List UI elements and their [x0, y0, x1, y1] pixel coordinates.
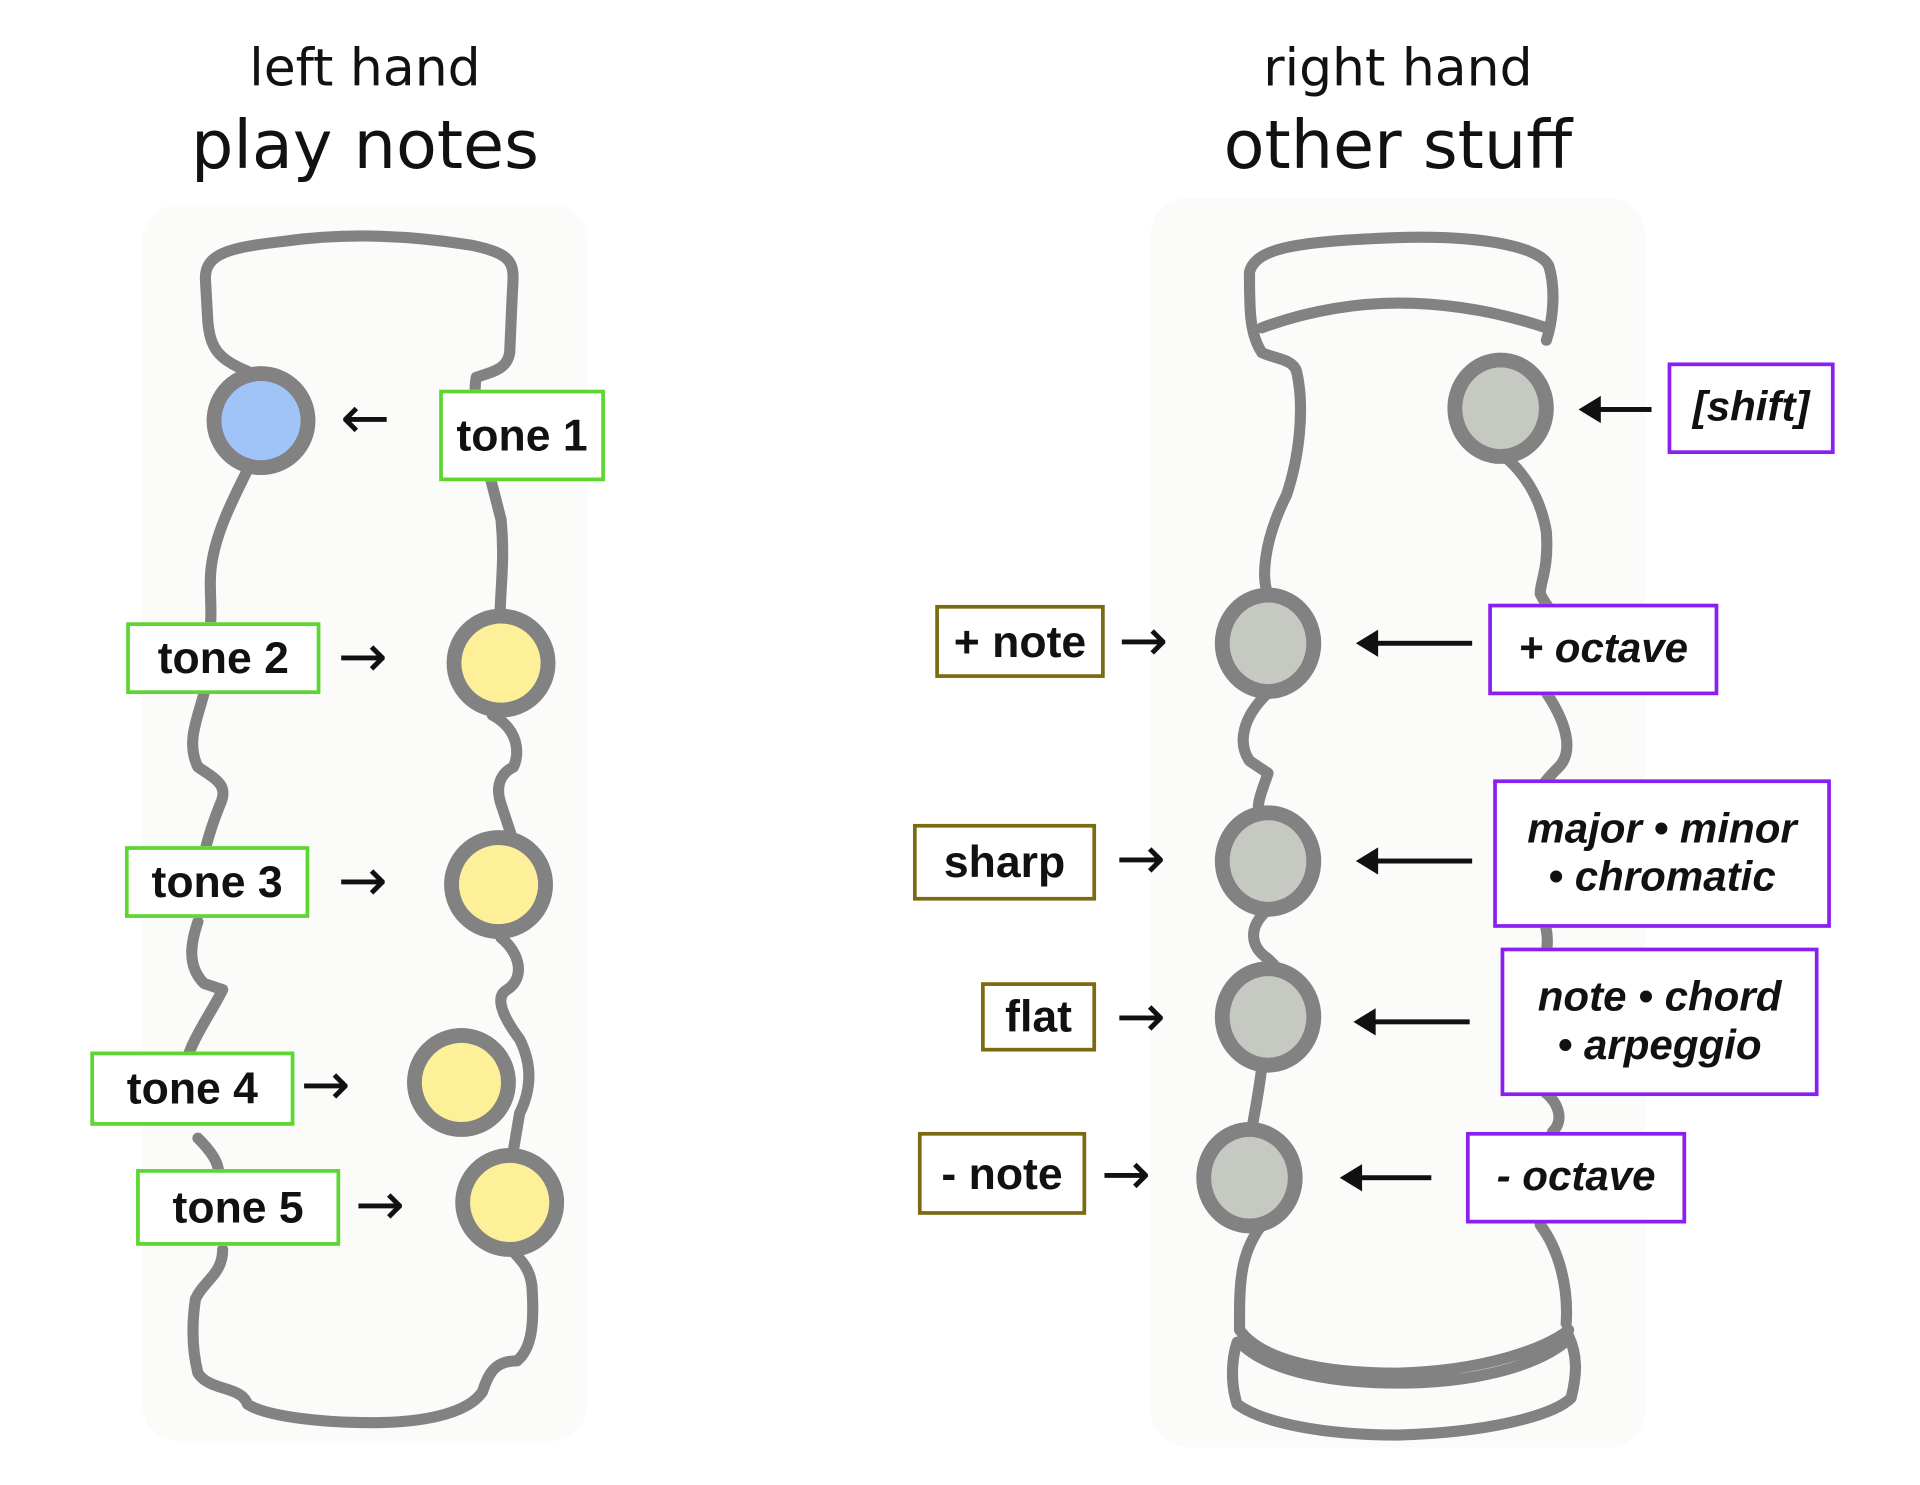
flat-style-button[interactable] [1214, 961, 1322, 1073]
tone-2-button[interactable] [446, 608, 556, 718]
arrow-right-icon: → [1118, 606, 1169, 676]
plus-octave-label: + octave [1488, 603, 1719, 696]
shift-button[interactable] [1447, 352, 1554, 464]
arrow-left-solid-icon [1353, 1008, 1470, 1036]
minus-note-label: - note [917, 1131, 1087, 1215]
arrow-left-solid-icon [1578, 395, 1652, 424]
tone-4-button[interactable] [407, 1028, 516, 1137]
minus-note-octave-button[interactable] [1196, 1122, 1303, 1234]
plus-note-label: + note [935, 604, 1105, 678]
minus-octave-label: - octave [1465, 1131, 1687, 1224]
left-hand-subtitle: left hand [249, 37, 481, 98]
tone-1-button[interactable] [206, 366, 316, 476]
right-hand-title: other stuff [1223, 106, 1573, 185]
arrow-right-icon: → [1115, 823, 1166, 894]
arrow-right-icon: → [337, 846, 388, 916]
arrow-left-solid-icon [1339, 1164, 1432, 1192]
tone-4-label: tone 4 [90, 1051, 295, 1126]
arrow-right-icon: → [337, 622, 388, 692]
arrow-left-solid-icon [1355, 847, 1473, 875]
arrow-left-solid-icon [1355, 629, 1473, 657]
flat-label: flat [981, 982, 1097, 1052]
tone-2-label: tone 2 [126, 622, 321, 695]
tone-3-label: tone 3 [124, 846, 310, 918]
arrow-right-icon: → [1101, 1139, 1151, 1209]
shift-label: [shift] [1667, 362, 1835, 455]
sharp-mode-button[interactable] [1214, 805, 1322, 917]
right-controller-outline [1226, 231, 1582, 1441]
left-hand-title: play notes [190, 106, 539, 185]
left-controller-outline [179, 230, 539, 1429]
arrow-right-icon: → [1115, 982, 1166, 1052]
arrow-right-icon: → [355, 1170, 405, 1240]
tone-5-label: tone 5 [136, 1169, 341, 1246]
tone-1-label: tone 1 [439, 389, 605, 482]
right-hand-subtitle: right hand [1263, 37, 1533, 98]
mode-label: major • minor • chromatic [1493, 779, 1831, 928]
tone-5-button[interactable] [455, 1148, 565, 1257]
arrow-right-icon: → [300, 1050, 351, 1120]
tone-3-button[interactable] [444, 830, 553, 939]
arrow-left-icon: ← [340, 383, 390, 453]
plus-note-octave-button[interactable] [1214, 587, 1322, 699]
play-style-label: note • chord • arpeggio [1500, 947, 1819, 1097]
sharp-label: sharp [912, 823, 1097, 901]
